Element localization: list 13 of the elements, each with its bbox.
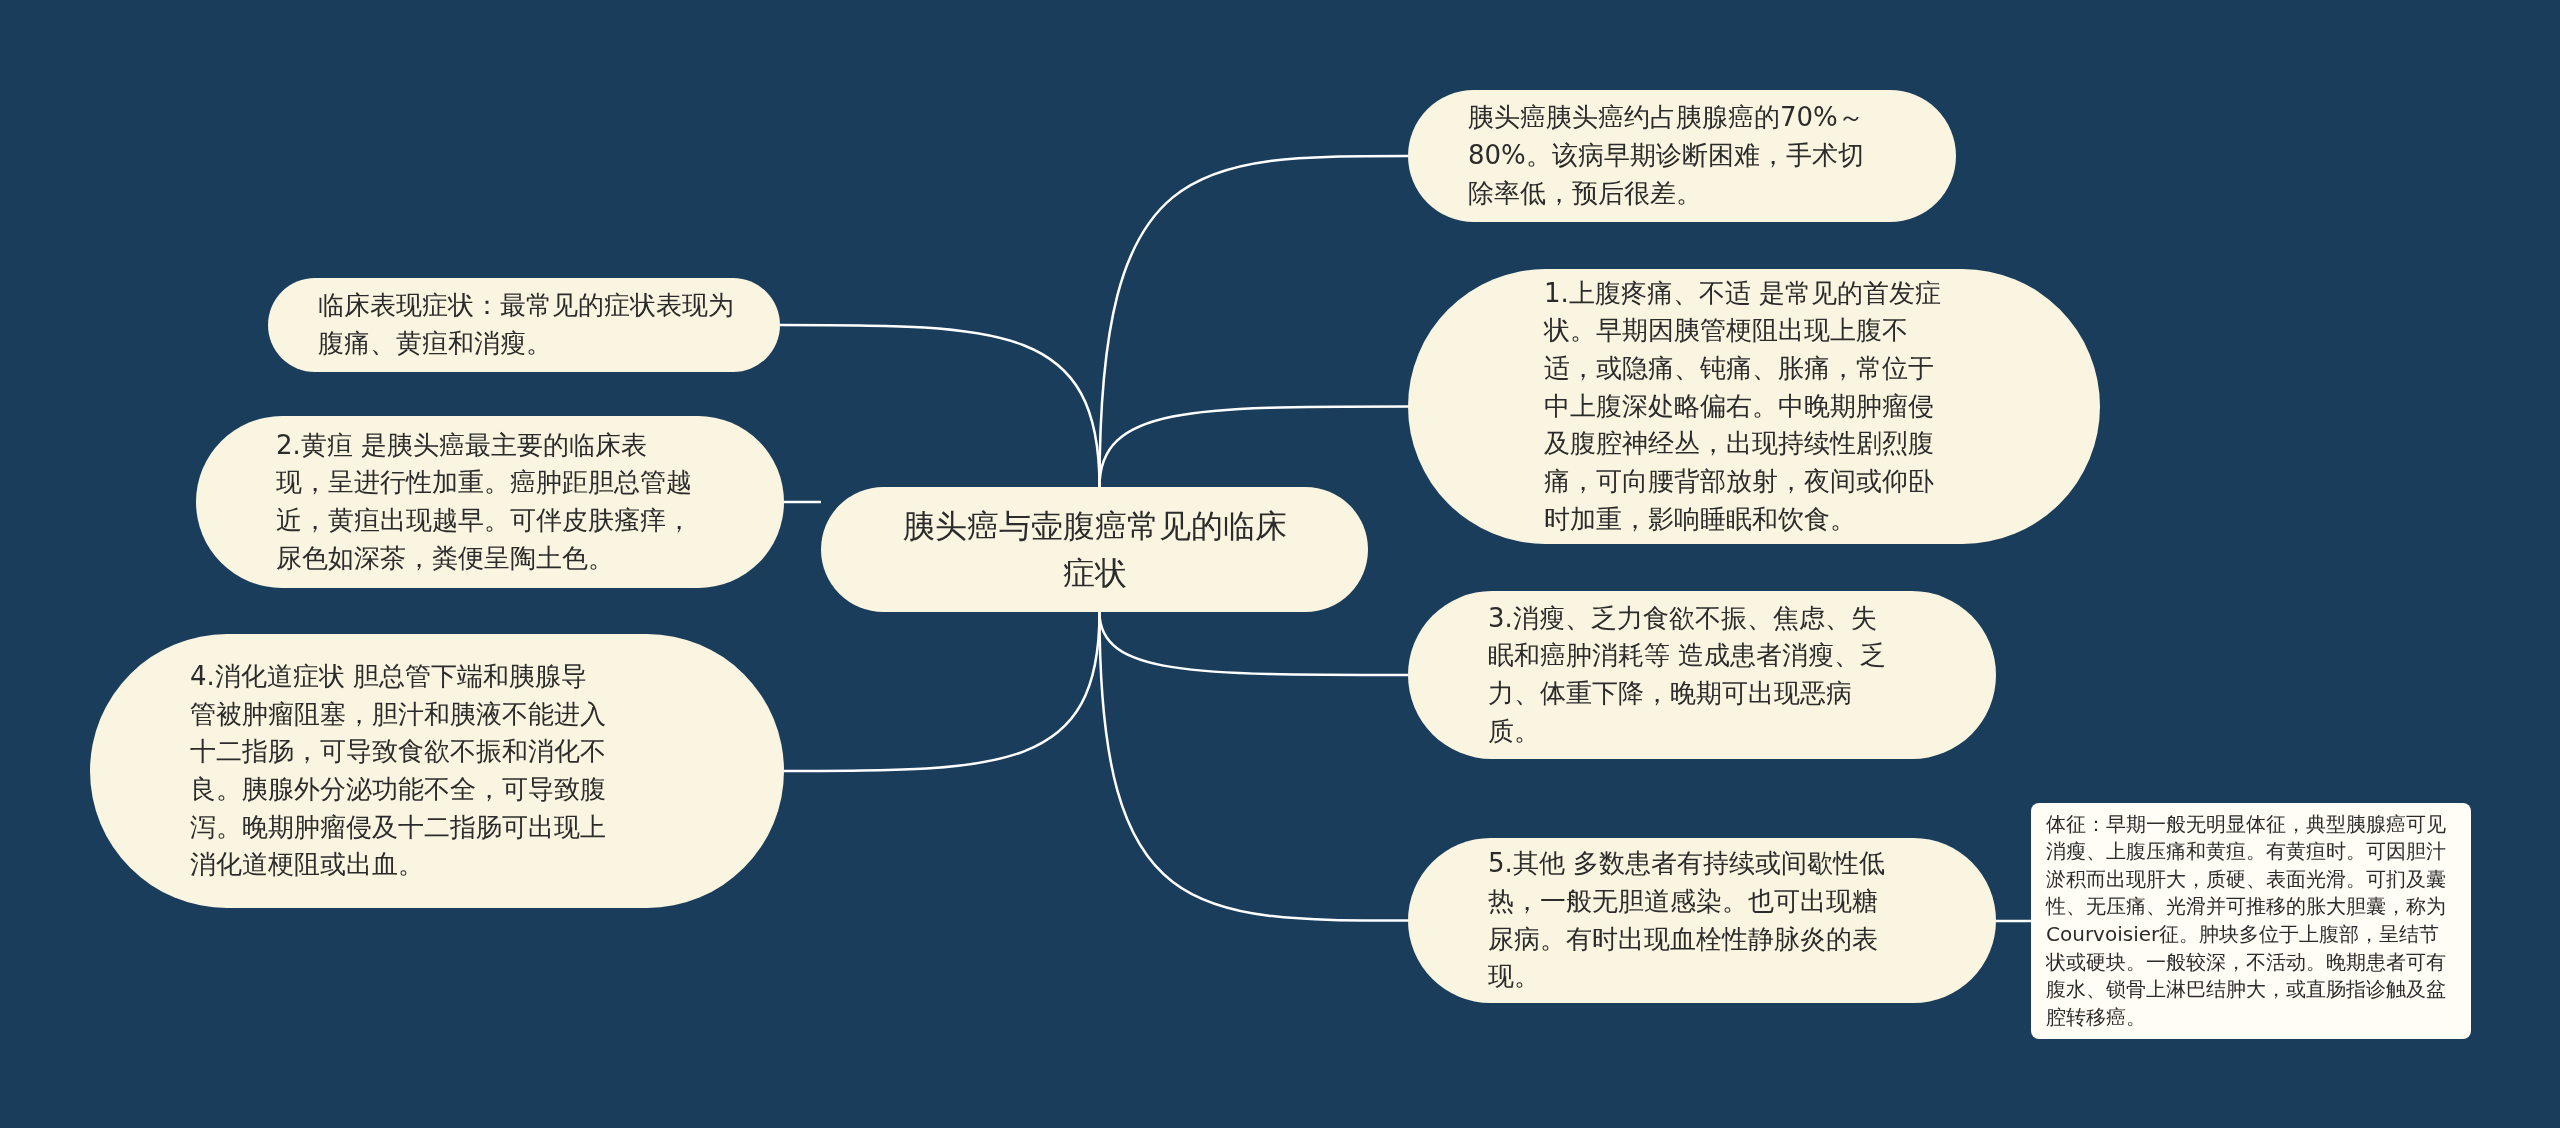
- text-pill: 4.消化道症状 胆总管下端和胰腺导管被肿瘤阻塞，胆汁和胰液不能进入十二指肠，可导致食欲不振和消化不良。胰腺外分泌功能不全，可导致腹泻。晚期肿瘤侵及十二指肠可出现上消化道梗阻或出血。: [90, 634, 784, 908]
- connector-line: [1098, 405, 1408, 488]
- note-box: 体征：早期一般无明显体征，典型胰腺癌可见消瘦、上腹压痛和黄疸。有黄疸时。可因胆汁淤积而出现肝大，质硬、表面光滑。可扪及囊性、无压痛、光滑并可推移的胀大胆囊，称为Courvoisier征。肿块多位于上腹部，呈结节状或硬块。一般较深，不活动。晚期患者可有腹水、锁骨上淋巴结肿大，或直肠指诊触及盆腔转移癌。: [2031, 803, 2471, 1039]
- connector-line: [784, 500, 821, 504]
- connector-line: [1996, 919, 2031, 923]
- text-pill: 2.黄疸 是胰头癌最主要的临床表现，呈进行性加重。癌肿距胆总管越近，黄疸出现越早。可伴皮肤瘙痒，尿色如深茶，粪便呈陶土色。: [196, 416, 784, 588]
- topic-pill: 胰头癌与壶腹癌常见的临床症状: [821, 487, 1368, 612]
- connector-line: [1098, 611, 1408, 922]
- text-pill: 5.其他 多数患者有持续或间歇性低热，一般无胆道感染。也可出现糖尿病。有时出现血栓性静脉炎的表现。: [1408, 838, 1996, 1003]
- text-pill: 临床表现症状：最常见的症状表现为腹痛、黄疸和消瘦。: [268, 278, 780, 372]
- text-pill: 3.消瘦、乏力食欲不振、焦虑、失眠和癌肿消耗等 造成患者消瘦、乏力、体重下降，晚期可出现恶病质。: [1408, 591, 1996, 759]
- text-pill: 1.上腹疼痛、不适 是常见的首发症状。早期因胰管梗阻出现上腹不适，或隐痛、钝痛、胀痛，常位于中上腹深处略偏右。中晚期肿瘤侵及腹腔神经丛，出现持续性剧烈腹痛，可向腰背部放射，夜间或仰卧时加重，影响睡眠和饮食。: [1408, 269, 2100, 544]
- text-pill: 胰头癌胰头癌约占胰腺癌的70%～80%。该病早期诊断困难，手术切除率低，预后很差。: [1408, 90, 1956, 222]
